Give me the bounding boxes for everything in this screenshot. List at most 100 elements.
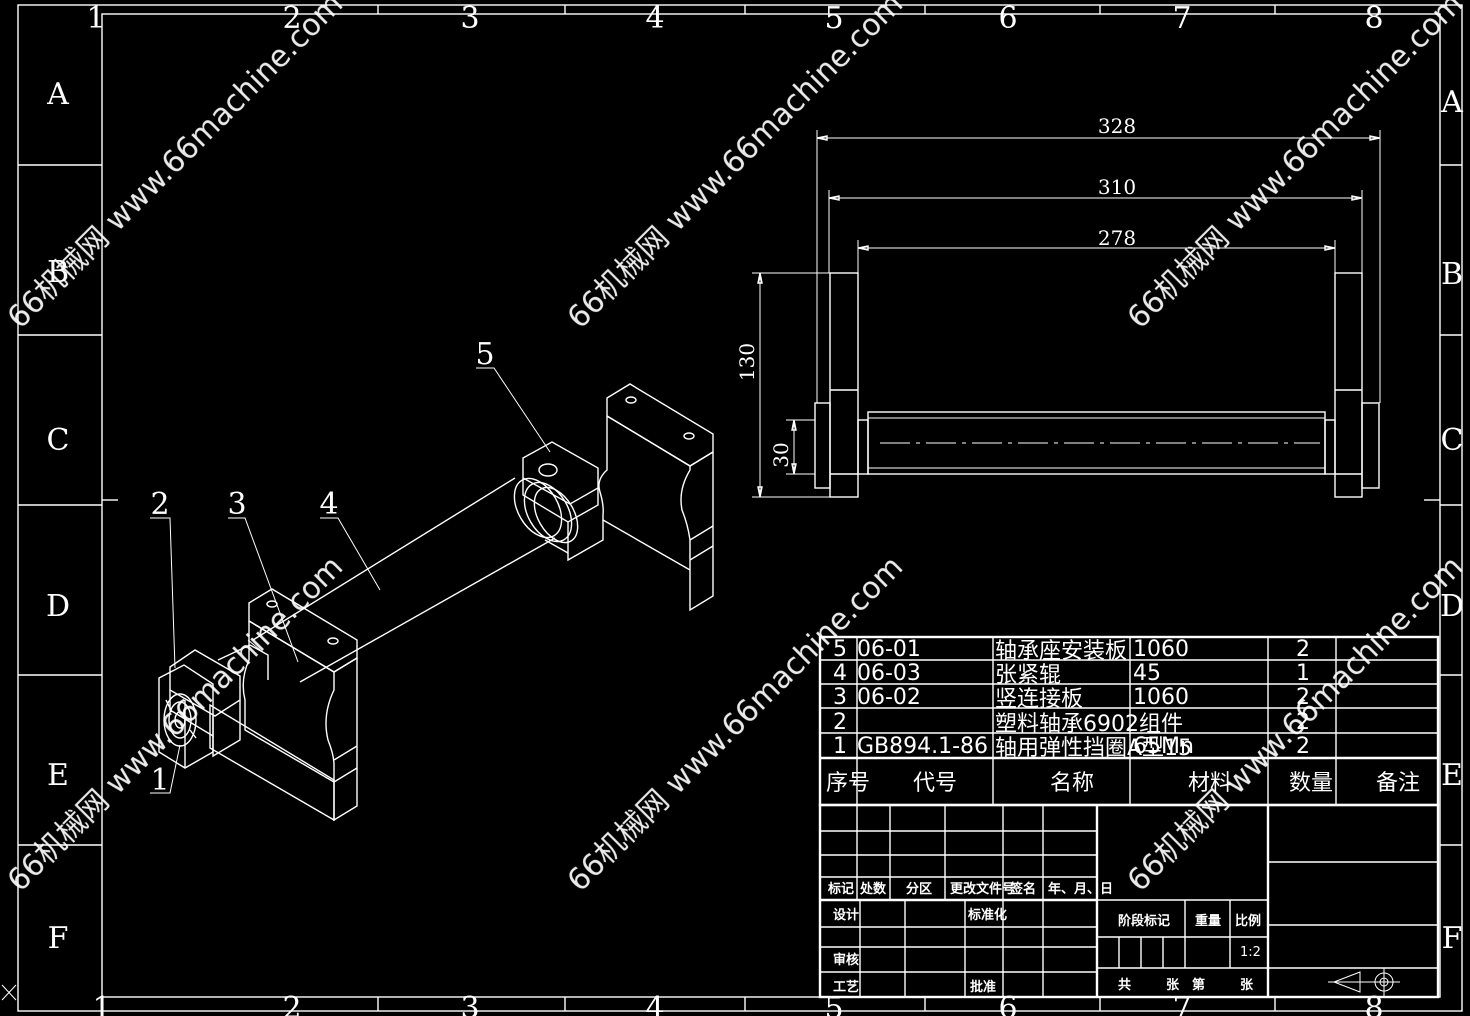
part-balloons: 1 2 3 4 5 — [150, 337, 551, 798]
zone-col-6: 6 — [998, 1, 1017, 36]
bom-row-5-qty: 2 — [1296, 637, 1310, 662]
projection-symbol-icon — [1328, 968, 1400, 996]
zone-row-a-right: A — [1440, 85, 1463, 120]
tb-sheets1: 张 — [1166, 978, 1180, 993]
bom-row-4-name: 张紧辊 — [995, 663, 1061, 688]
bom-row-1-num: 1 — [833, 734, 847, 759]
bom-row-3-qty: 2 — [1296, 685, 1310, 710]
tb-count: 处数 — [859, 881, 887, 897]
tb-scale: 比例 — [1235, 913, 1261, 929]
bom-header-material: 材料 — [1188, 771, 1232, 796]
balloon-4: 4 — [319, 487, 338, 522]
bom-row-3-material: 1060 — [1133, 685, 1189, 710]
mounting-plate-right — [522, 383, 714, 612]
bom-header-code: 代号 — [913, 771, 957, 796]
bom-header-num: 序号 — [826, 771, 870, 796]
zone-col-3-bottom: 3 — [460, 991, 479, 1016]
zone-col-7-bottom: 7 — [1172, 991, 1191, 1016]
bom-header-qty: 数量 — [1289, 771, 1333, 796]
bom-row-2-name: 塑料轴承6902组件 — [995, 712, 1183, 737]
tb-weight: 重量 — [1195, 913, 1221, 929]
dim-278: 278 — [1098, 226, 1136, 250]
zone-row-d: D — [46, 589, 70, 624]
balloon-2: 2 — [150, 487, 169, 522]
zone-col-8-bottom: 8 — [1364, 991, 1383, 1016]
tb-doc: 更改文件号 — [950, 881, 1015, 897]
zone-labels-top: 1 2 3 4 5 6 7 8 — [86, 1, 1383, 36]
tb-scale-value: 1:2 — [1240, 945, 1261, 960]
tb-stage: 阶段标记 — [1118, 913, 1170, 929]
bom-row-5-name: 轴承座安装板 — [995, 639, 1127, 664]
title-block: 标记 处数 分区 更改文件号 签名 年、月、日 设计 标准化 审核 工艺 批准 … — [818, 803, 1440, 999]
bom-row-3-name: 竖连接板 — [995, 687, 1083, 712]
bom-row-1-name: 轴用弹性挡圈A型15 — [995, 736, 1192, 761]
zone-row-d-right: D — [1440, 589, 1464, 624]
zone-col-1-bottom: 1 — [92, 991, 111, 1016]
bom-row-2-num: 2 — [833, 710, 847, 735]
bom-row-3-num: 3 — [833, 685, 847, 710]
bom-row-4-code: 06-03 — [857, 661, 921, 686]
zone-col-1: 1 — [86, 1, 105, 36]
dim-30: 30 — [769, 442, 793, 467]
watermarks: 66机械网 www.66machine.com 66机械网 www.66mach… — [1, 0, 1470, 899]
zone-col-2: 2 — [282, 1, 301, 36]
tb-sheets2: 张 — [1240, 978, 1254, 993]
bom-header-note: 备注 — [1376, 771, 1420, 796]
tb-zone: 分区 — [906, 881, 932, 897]
balloon-5: 5 — [475, 337, 494, 372]
tb-date: 年、月、日 — [1048, 881, 1113, 897]
bom-row-2-qty: 2 — [1296, 710, 1310, 735]
zone-labels-right: A B C D E F — [1440, 85, 1464, 956]
dim-328: 328 — [1098, 114, 1136, 138]
tb-approve: 批准 — [970, 979, 996, 995]
tb-sign: 签名 — [1009, 881, 1036, 897]
tb-total: 共 — [1118, 977, 1131, 993]
bom-row-1-qty: 2 — [1296, 734, 1310, 759]
zone-col-4-bottom: 4 — [645, 991, 664, 1016]
zone-row-e: E — [47, 758, 69, 793]
bom-header-name: 名称 — [1050, 771, 1094, 796]
zone-col-7: 7 — [1172, 1, 1191, 36]
zone-col-8: 8 — [1364, 1, 1383, 36]
zone-col-6-bottom: 6 — [998, 991, 1017, 1016]
sheet-frame — [1, 4, 1463, 1012]
isometric-view: 1 2 3 4 5 — [150, 337, 714, 822]
balloon-3: 3 — [227, 487, 246, 522]
watermark-5: 66机械网 www.66machine.com — [561, 549, 910, 898]
zone-col-4: 4 — [645, 1, 664, 36]
tb-sheet-no: 第 — [1192, 977, 1205, 993]
zone-row-c: C — [47, 423, 70, 458]
zone-row-a: A — [46, 77, 69, 112]
zone-labels-bottom: 1 2 3 4 5 6 7 8 — [92, 991, 1383, 1016]
zone-row-f-right: F — [1442, 921, 1463, 956]
bom-row-4-qty: 1 — [1296, 661, 1310, 686]
dim-310: 310 — [1098, 175, 1136, 199]
zone-row-c-right: C — [1441, 423, 1464, 458]
zone-row-b: B — [47, 255, 69, 290]
roller-shaft — [247, 477, 579, 683]
bom-table: 5 06-01 轴承座安装板 1060 2 4 06-03 张紧辊 45 1 3… — [818, 635, 1440, 807]
tb-process: 工艺 — [833, 979, 859, 995]
bom-row-5-code: 06-01 — [857, 637, 921, 662]
front-view: 328 310 278 130 30 — [735, 114, 1381, 498]
zone-col-2-bottom: 2 — [282, 991, 301, 1016]
bom-row-5-num: 5 — [833, 637, 847, 662]
bom-row-4-material: 45 — [1133, 661, 1161, 686]
tb-standard: 标准化 — [967, 907, 1007, 923]
balloon-1: 1 — [150, 763, 169, 798]
zone-row-f: F — [48, 921, 69, 956]
bom-row-3-code: 06-02 — [857, 685, 921, 710]
zone-row-e-right: E — [1441, 758, 1463, 793]
zone-labels-left: A B C D E F — [46, 77, 70, 956]
bom-row-1-material: 65Mn — [1133, 734, 1194, 759]
dim-130: 130 — [735, 343, 759, 381]
zone-col-5: 5 — [824, 1, 843, 36]
zone-col-3: 3 — [460, 1, 479, 36]
tb-mark: 标记 — [827, 881, 854, 897]
watermark-3: 66机械网 www.66machine.com — [1121, 0, 1470, 336]
bom-row-4-num: 4 — [833, 661, 847, 686]
watermark-1: 66机械网 www.66machine.com — [1, 0, 350, 336]
zone-row-b-right: B — [1441, 257, 1463, 292]
bom-row-1-code: GB894.1-86 — [857, 734, 988, 759]
